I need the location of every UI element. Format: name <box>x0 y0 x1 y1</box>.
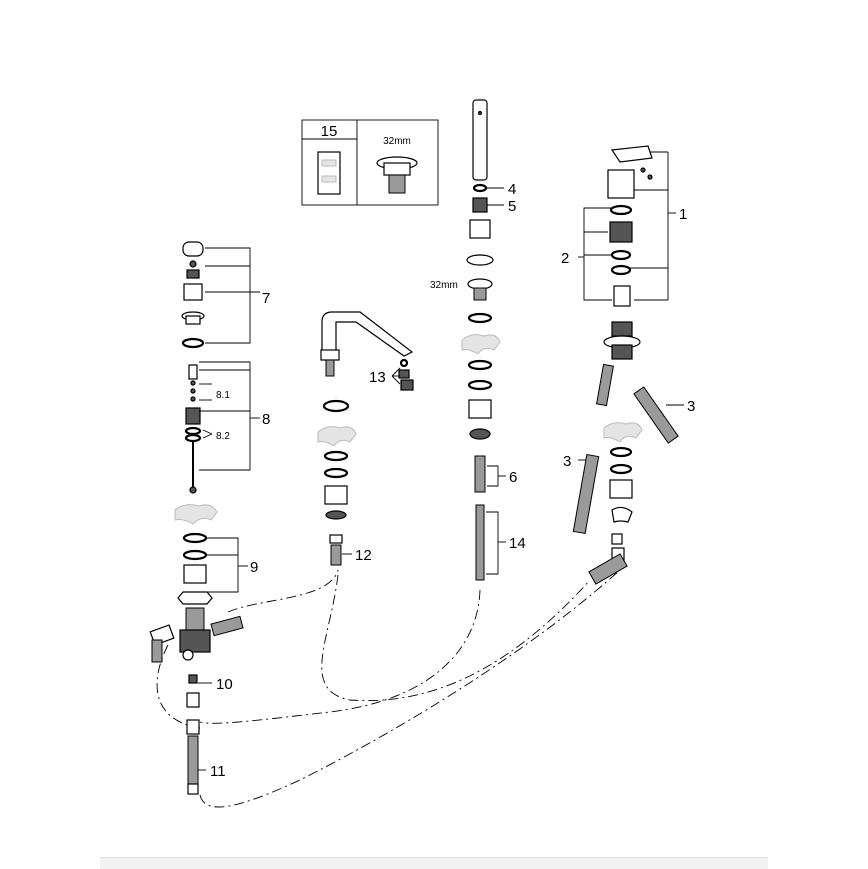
cartridge-sleeve-icon <box>317 151 341 195</box>
callout-13: 13 <box>369 369 386 386</box>
connector-14-icon <box>475 504 485 581</box>
leader-lines <box>198 151 684 771</box>
callout-6: 6 <box>509 469 517 486</box>
dimension-32mm-spout: 32mm <box>430 280 458 291</box>
connector-6-icon <box>474 455 486 493</box>
bottom-scroll-strip <box>100 857 768 869</box>
flexible-hose-icon <box>187 735 199 785</box>
callout-10: 10 <box>216 676 233 693</box>
callout-2: 2 <box>561 250 569 267</box>
hand-shower-assembly <box>461 99 501 581</box>
dimension-32mm-box: 32mm <box>383 136 411 147</box>
cap-icon <box>182 241 204 257</box>
callout-3-left: 3 <box>563 453 571 470</box>
hand-shower-icon <box>472 99 488 181</box>
part-15-box: 15 32mm <box>301 119 439 206</box>
callout-3-right: 3 <box>687 398 695 415</box>
callout-4: 4 <box>508 181 516 198</box>
spout-icon <box>321 311 414 357</box>
callout-8: 8 <box>262 411 270 428</box>
callout-1: 1 <box>679 206 687 223</box>
mixer-assembly <box>572 145 679 585</box>
callout-11: 11 <box>210 763 226 780</box>
callout-8-1: 8.1 <box>216 390 230 401</box>
callout-14: 14 <box>509 535 526 552</box>
callout-15: 15 <box>321 123 338 140</box>
callout-7: 7 <box>262 290 270 307</box>
callout-12: 12 <box>355 547 372 564</box>
callout-9: 9 <box>250 559 258 576</box>
spout-assembly <box>317 311 414 566</box>
callout-8-2: 8.2 <box>216 431 230 442</box>
callout-5: 5 <box>508 198 516 215</box>
left-assembly-column <box>149 241 244 795</box>
hose-routing-lines <box>156 569 621 808</box>
lever-handle-icon <box>610 145 653 163</box>
callout-labels: 7 8.1 8 8.2 9 10 11 12 13 4 5 32mm 6 14 … <box>210 181 695 780</box>
